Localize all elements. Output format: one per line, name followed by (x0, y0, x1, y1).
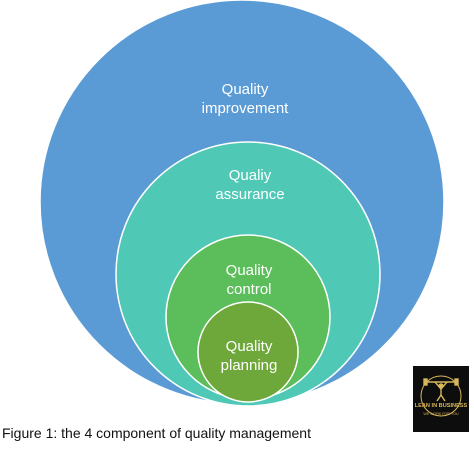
label-planning-line2: planning (221, 357, 278, 374)
logo-tagline: WE WORK FOR YOU (423, 412, 459, 416)
weightlifter-icon (423, 378, 459, 402)
label-improvement-line2: improvement (202, 100, 290, 117)
logo-ring-icon (420, 375, 462, 417)
label-control-line2: control (226, 281, 271, 298)
logo-name: LEAN IN BUSINESS (415, 403, 468, 409)
label-assurance-line1: Qualiy (229, 167, 272, 184)
logo-mark: LEAN IN BUSINESS WE WORK FOR YOU (415, 375, 468, 417)
circle-quality-planning (197, 301, 299, 403)
label-improvement-line1: Quality (222, 81, 269, 98)
label-assurance-line2: assurance (215, 186, 284, 203)
figure-caption: Figure 1: the 4 component of quality man… (2, 425, 311, 441)
label-control-line1: Quality (226, 262, 273, 279)
label-planning-line1: Quality (226, 338, 273, 355)
lean-in-business-logo: LEAN IN BUSINESS WE WORK FOR YOU (413, 366, 469, 432)
